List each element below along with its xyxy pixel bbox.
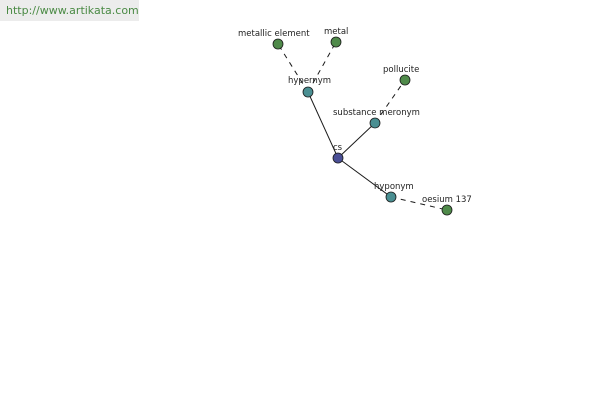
node-label-metal: metal — [324, 27, 348, 37]
node-hyponym[interactable] — [385, 191, 397, 203]
node-substance-meronym[interactable] — [369, 117, 381, 129]
node-cs[interactable] — [332, 152, 344, 164]
edge-cs-to-substance_meronym — [337, 122, 376, 159]
node-metallic-element[interactable] — [272, 38, 284, 50]
nodes-layer — [272, 36, 453, 216]
node-label-hyponym: hyponym — [374, 182, 414, 192]
node-oesium-137[interactable] — [441, 204, 453, 216]
edge-cs-to-hyponym — [337, 157, 392, 198]
node-label-oesium-137: oesium 137 — [422, 195, 472, 205]
node-hypernym[interactable] — [302, 86, 314, 98]
node-label-cs: cs — [333, 143, 343, 153]
site-url-link[interactable]: http://www.artikata.com — [0, 0, 139, 21]
node-pollucite[interactable] — [399, 74, 411, 86]
node-label-substance-meronym: substance meronym — [333, 108, 420, 118]
edge-substance_meronym-to-pollucite — [374, 79, 406, 124]
node-metal[interactable] — [330, 36, 342, 48]
node-label-hypernym: hypernym — [288, 76, 331, 86]
labels-layer: cs hypernym substance meronym hyponym metall… — [238, 27, 472, 205]
edge-cs-to-hypernym — [307, 91, 339, 159]
node-label-metallic-element: metallic element — [238, 29, 310, 39]
edges-layer — [277, 41, 448, 211]
node-label-pollucite: pollucite — [383, 65, 419, 75]
